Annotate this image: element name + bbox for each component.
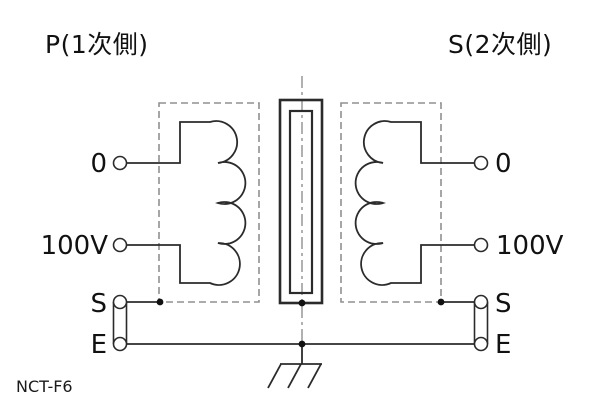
primary-shield-box xyxy=(158,102,260,303)
primary-winding xyxy=(126,120,247,286)
primary-side-label: P(1次側) xyxy=(45,30,149,59)
terminal-right-s xyxy=(473,294,489,310)
secondary-winding xyxy=(354,120,475,286)
label-left-e: E xyxy=(91,330,107,360)
secondary-se-link-bar xyxy=(473,302,489,344)
label-left-100v: 100V xyxy=(41,231,109,261)
primary-se-link-bar xyxy=(112,302,128,344)
terminal-left-e xyxy=(112,336,128,352)
terminal-left-s xyxy=(112,294,128,310)
terminal-right-e xyxy=(473,336,489,352)
core-outer-rect xyxy=(278,98,324,305)
terminal-left-100v xyxy=(112,237,128,253)
secondary-shield-box xyxy=(340,102,442,303)
label-right-e: E xyxy=(495,330,511,360)
ground-stroke-2 xyxy=(287,363,302,389)
chassis-ground-icon xyxy=(267,344,322,389)
label-left-s: S xyxy=(90,289,107,319)
ground-stroke-3 xyxy=(307,363,322,389)
secondary-side-label: S(2次側) xyxy=(448,30,552,59)
core-inner-rect xyxy=(288,109,314,295)
label-left-0: 0 xyxy=(90,149,107,179)
junction-dot xyxy=(298,340,306,348)
label-right-100v: 100V xyxy=(496,231,564,261)
terminal-right-100v xyxy=(473,237,489,253)
terminal-left-0 xyxy=(112,155,128,171)
ground-stroke-1 xyxy=(267,363,282,389)
model-number-label: NCT-F6 xyxy=(16,377,73,396)
label-right-s: S xyxy=(495,289,512,319)
junction-dot xyxy=(298,299,306,307)
junction-dot xyxy=(156,298,164,306)
terminal-right-0 xyxy=(473,155,489,171)
junction-dot xyxy=(437,298,445,306)
label-right-0: 0 xyxy=(495,149,512,179)
